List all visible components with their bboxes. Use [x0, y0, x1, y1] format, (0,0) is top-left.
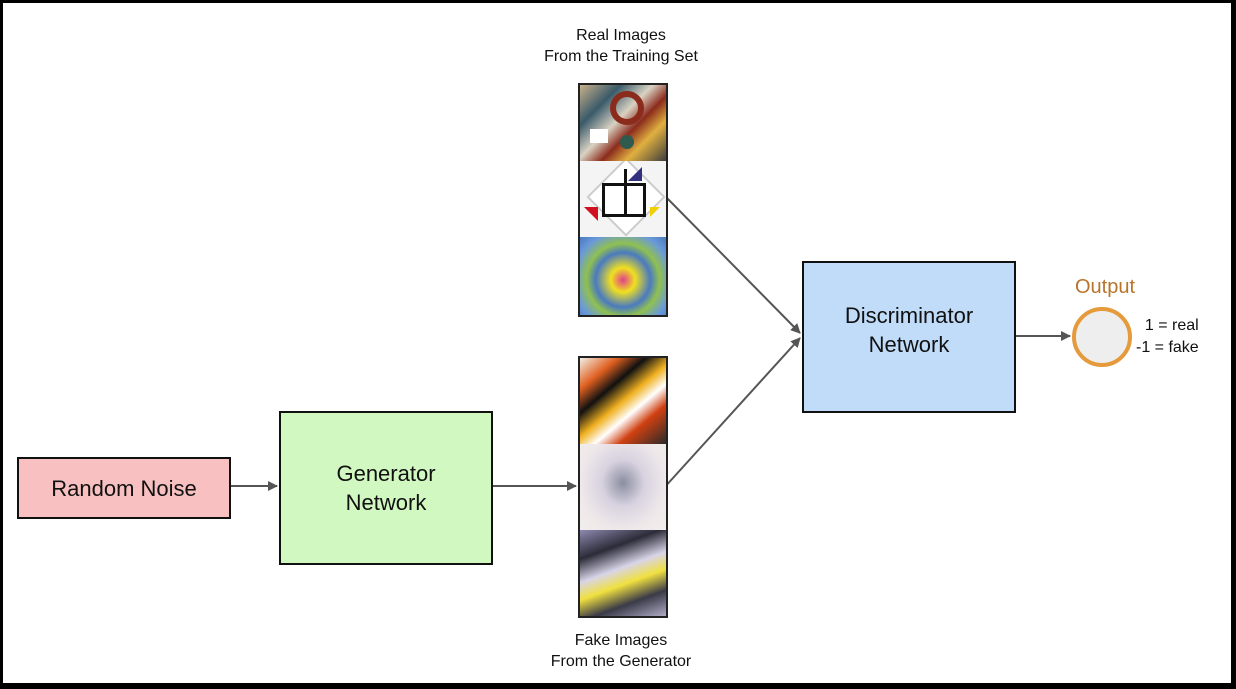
real-images-strip [578, 83, 668, 317]
real-image-1 [580, 85, 666, 161]
edge-real-to-discriminator [662, 193, 801, 334]
fake-images-caption: Fake Images From the Generator [521, 630, 721, 672]
real-image-2 [580, 161, 666, 237]
output-legend-fake: -1 = fake [1136, 339, 1199, 356]
fake-images-strip [578, 356, 668, 618]
diagram-canvas: Random Noise Generator Network Discrimin… [3, 3, 1231, 683]
generator-network-node: Generator Network [279, 411, 493, 565]
fake-image-2 [580, 444, 666, 530]
generator-label-line2: Network [345, 490, 427, 515]
output-node [1072, 307, 1132, 367]
generator-label-line1: Generator [336, 461, 436, 486]
edges-layer [229, 193, 1071, 491]
fake-image-1 [580, 358, 666, 444]
real-images-caption-line1: Real Images [576, 27, 666, 44]
output-title: Output [1074, 276, 1136, 298]
discriminator-network-node: Discriminator Network [802, 261, 1016, 413]
output-legend: 1 = real -1 = fake [1136, 315, 1199, 359]
real-images-caption: Real Images From the Training Set [521, 25, 721, 67]
random-noise-node: Random Noise [17, 457, 231, 519]
real-image-3 [580, 237, 666, 315]
fake-images-caption-line1: Fake Images [574, 632, 668, 649]
discriminator-label-line1: Discriminator [844, 303, 974, 328]
fake-image-3 [580, 530, 666, 616]
real-images-caption-line2: From the Training Set [544, 48, 698, 65]
fake-images-caption-line2: From the Generator [550, 653, 692, 670]
discriminator-label-line2: Network [868, 332, 950, 357]
random-noise-label: Random Noise [51, 475, 197, 501]
edge-fake-to-discriminator [662, 337, 801, 490]
output-legend-real: 1 = real [1144, 317, 1199, 334]
